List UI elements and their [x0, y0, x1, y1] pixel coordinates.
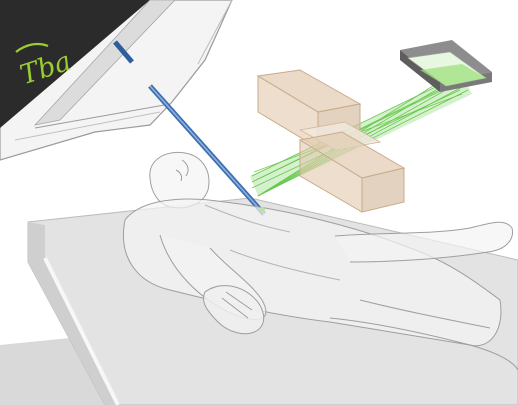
slit-collimator	[258, 70, 404, 212]
collimator-block-lower	[300, 132, 404, 212]
beam-target-point	[259, 207, 265, 213]
